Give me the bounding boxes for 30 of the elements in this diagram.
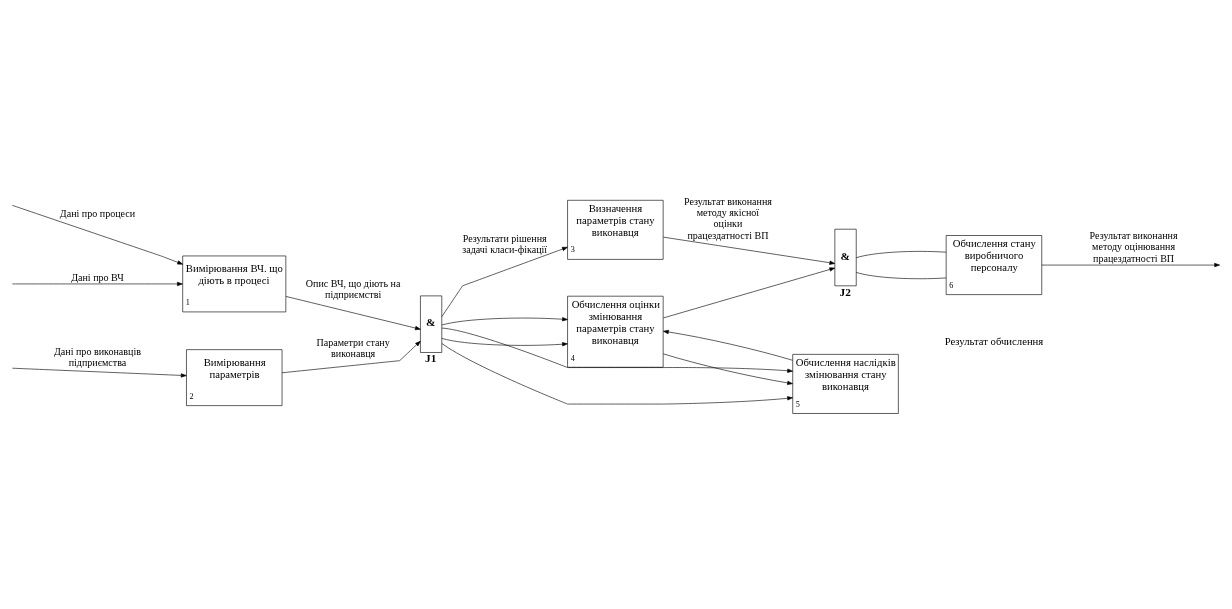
arrow: [11, 204, 183, 265]
edge-label: Опис ВЧ, що діють на підприємстві: [305, 277, 401, 300]
edge-label: Результат виконання методу якісної оцінки працездатності ВП: [683, 195, 772, 241]
connector: [855, 271, 947, 279]
edge-label: Дані про процеси: [59, 207, 136, 219]
connector: [855, 250, 947, 258]
arrow: [663, 353, 793, 385]
edge-label: Результати рішення задачі класи-фікації: [462, 232, 548, 255]
edge-label: Параметри стану виконавця: [316, 336, 390, 359]
arrow: [441, 342, 793, 404]
arrow: [441, 316, 568, 325]
edge-label: Дані про виконавців підприємства: [54, 345, 141, 368]
node-label: J2: [839, 285, 851, 297]
arrow: [12, 367, 187, 377]
node-box: &: [834, 228, 857, 286]
arrow: [441, 246, 568, 317]
arrow: [441, 327, 793, 373]
arrow: [663, 266, 836, 318]
arrow: [663, 329, 793, 361]
arrow: [12, 281, 183, 286]
edge-label: Результат виконання методу оцінювання працездатності ВП: [1089, 229, 1178, 264]
arrow: [1041, 262, 1220, 267]
arrow: [285, 295, 421, 330]
label: Результат обчислення: [944, 334, 1044, 347]
node-box: &: [420, 295, 443, 353]
node-label: J1: [425, 351, 437, 364]
edge-label: Дані про ВЧ: [71, 271, 124, 283]
arrow: [441, 337, 568, 346]
arrow: [281, 340, 421, 373]
arrow: [663, 236, 836, 265]
